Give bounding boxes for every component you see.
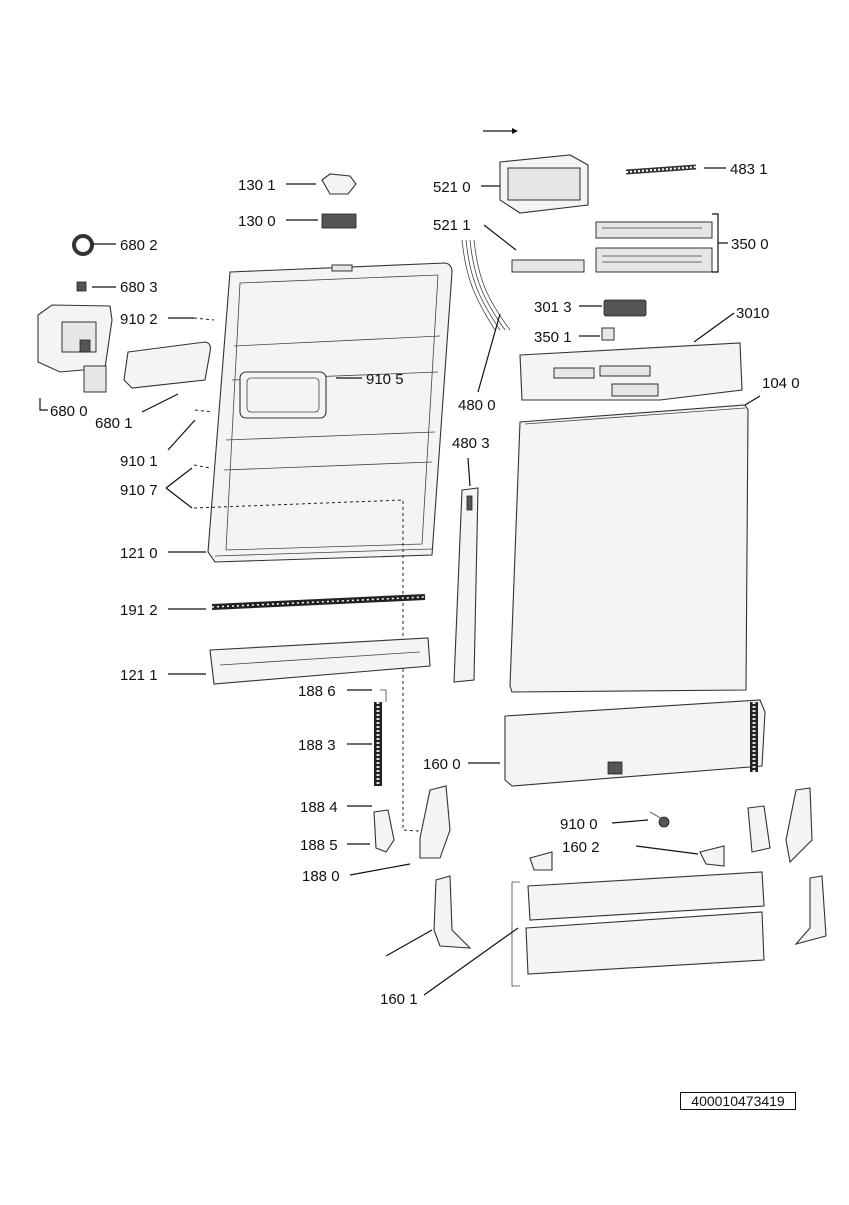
part-labels: 130 1 130 0 680 2 680 3 910 2 910 5 680 … (50, 161, 800, 1008)
outer-door (509, 404, 749, 693)
document-number: 400010473419 (691, 1093, 785, 1109)
label-521-0: 521 0 (433, 179, 471, 196)
label-680-1: 680 1 (95, 415, 133, 432)
label-680-3: 680 3 (120, 279, 158, 296)
small-brackets (529, 845, 725, 871)
gasket-strip (211, 594, 426, 610)
latch-parts (321, 173, 357, 229)
inner-door-panel (207, 262, 453, 563)
label-301-3: 301 3 (534, 299, 572, 316)
label-680-2: 680 2 (120, 237, 158, 254)
label-104-0: 104 0 (762, 375, 800, 392)
label-480-0: 480 0 (458, 397, 496, 414)
label-188-6: 188 6 (298, 683, 336, 700)
label-483-1: 483 1 (730, 161, 768, 178)
label-121-0: 121 0 (120, 545, 158, 562)
label-160-2: 160 2 (562, 839, 600, 856)
label-191-2: 191 2 (120, 602, 158, 619)
bottom-rail (209, 637, 431, 685)
label-350-0: 350 0 (731, 236, 769, 253)
top-arrow (483, 128, 518, 134)
document-number-box: 400010473419 (680, 1092, 796, 1110)
screw (649, 811, 670, 828)
leader-lines (39, 167, 761, 996)
vertical-strip (453, 487, 479, 683)
label-188-0: 188 0 (302, 868, 340, 885)
dashed-screw-lines (193, 317, 434, 833)
label-680-0: 680 0 (50, 403, 88, 420)
label-3010: 3010 (736, 305, 769, 322)
label-910-7: 910 7 (120, 482, 158, 499)
label-188-3: 188 3 (298, 737, 336, 754)
label-130-0: 130 0 (238, 213, 276, 230)
right-hinge-assembly (747, 702, 813, 864)
label-130-1: 130 1 (238, 177, 276, 194)
dispenser-parts (37, 234, 211, 393)
label-521-1: 521 1 (433, 217, 471, 234)
left-hinge-assembly (373, 689, 451, 859)
cable-harness (461, 239, 511, 331)
label-480-3: 480 3 (452, 435, 490, 452)
kick-plates (433, 871, 827, 987)
label-910-1: 910 1 (120, 453, 158, 470)
label-160-1: 160 1 (380, 991, 418, 1008)
label-910-5: 910 5 (366, 371, 404, 388)
label-188-5: 188 5 (300, 837, 338, 854)
control-panel (519, 342, 743, 401)
control-electronics (499, 154, 713, 341)
lower-bracket (504, 699, 766, 787)
label-350-1: 350 1 (534, 329, 572, 346)
label-910-0: 910 0 (560, 816, 598, 833)
label-160-0: 160 0 (423, 756, 461, 773)
label-188-4: 188 4 (300, 799, 338, 816)
label-121-1: 121 1 (120, 667, 158, 684)
label-910-2: 910 2 (120, 311, 158, 328)
